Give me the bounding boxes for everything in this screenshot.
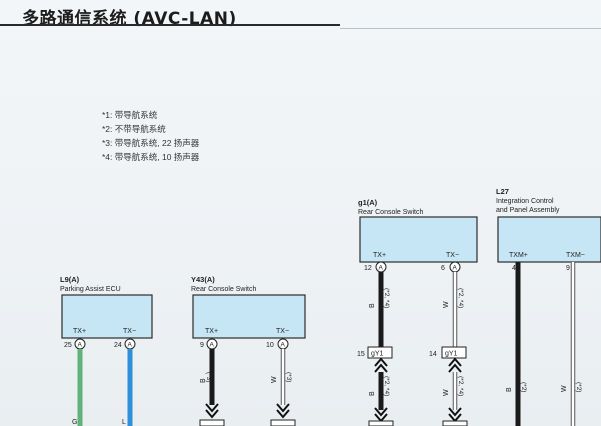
note-4: *4: 带导航系统, 10 扬声器 [102, 152, 200, 162]
l9-conn-a2-label: A [128, 342, 133, 349]
l9-conn-a1-label: A [78, 342, 83, 349]
component-l9: L9(A) Parking Assist ECU TX+ TX− 25 A 24… [60, 275, 153, 426]
g1-name: Rear Console Switch [358, 209, 423, 216]
l9-pin-25: 25 [64, 342, 72, 349]
g1-conn-bottom-2 [442, 420, 468, 426]
y43-conn-a1-label: A [210, 342, 215, 349]
g1-pin-label-txm: TX− [446, 252, 459, 259]
l9-name: Parking Assist ECU [60, 286, 121, 293]
g1-junction-2 [441, 346, 467, 359]
y43-pin-10: 10 [266, 342, 274, 349]
y43-wire1-note: (*3) [205, 372, 212, 382]
l27-wire2-note: (*2) [575, 382, 582, 392]
y43-wire2-color: W [271, 376, 278, 383]
l27-pin-label-txmm: TXM− [566, 252, 585, 259]
note-3: *3: 带导航系统, 22 扬声器 [102, 138, 200, 148]
y43-conn-bottom-2 [270, 419, 296, 426]
y43-conn-bottom-1 [199, 419, 225, 426]
g1-junction-1 [367, 346, 393, 359]
note-2: *2: 不带导航系统 [102, 124, 166, 134]
title-underline-thin [340, 28, 601, 29]
y43-wire1-color: B [200, 378, 207, 383]
y43-arrow-1 [205, 403, 219, 419]
l27-wire1-note: (*2) [520, 382, 527, 392]
component-g1: g1(A) Rear Console Switch TX+ TX− 12 A 6… [357, 198, 478, 426]
l27-name-2: and Panel Assembly [496, 207, 560, 214]
g1-jpin-14: 14 [429, 351, 437, 358]
l9-code: L9(A) [60, 275, 80, 284]
y43-code: Y43(A) [191, 275, 215, 284]
l9-pin-24: 24 [114, 342, 122, 349]
y43-name: Rear Console Switch [191, 286, 256, 293]
y43-conn-a2-label: A [281, 342, 286, 349]
g1-box [359, 216, 478, 263]
component-y43: Y43(A) Rear Console Switch TX+ TX− 9 A 1… [191, 275, 306, 426]
l27-wire2-color: W [561, 385, 568, 392]
g1-pin-6: 6 [441, 265, 445, 272]
title-underline [0, 24, 340, 26]
l9-pin-label-txm: TX− [123, 328, 136, 335]
g1-arrow-up-1 [374, 357, 388, 373]
y43-box [192, 294, 306, 339]
l9-wire1-color: G [72, 419, 77, 426]
y43-pin-9: 9 [200, 342, 204, 349]
g1-wire2-color: W [443, 301, 450, 308]
g1-arrow-up-2 [448, 357, 462, 373]
g1-conn-a1-label: A [379, 265, 384, 272]
g1-wire1-note: (*2, *4) [383, 288, 390, 308]
l27-name-1: Integration Control [496, 198, 554, 205]
g1-code: g1(A) [358, 198, 378, 207]
l9-box [61, 294, 153, 339]
y43-pin-label-txm: TX− [276, 328, 289, 335]
g1-pin-label-txp: TX+ [373, 252, 386, 259]
g1-wire2-note: (*2, *4) [457, 288, 464, 308]
g1-pin-12: 12 [364, 265, 372, 272]
g1-wire1-color: B [369, 303, 376, 308]
g1-junction-1-label: gY1 [371, 351, 384, 358]
y43-arrow-2 [276, 403, 290, 419]
l27-pin-9: 9 [566, 265, 570, 272]
g1-conn-bottom-1 [368, 420, 394, 426]
g1-wire3-color: B [369, 391, 376, 396]
notes-list: *1: 带导航系统 *2: 不带导航系统 *3: 带导航系统, 22 扬声器 *… [102, 108, 199, 164]
component-l27: L27 Integration Control and Panel Assemb… [496, 187, 601, 426]
l27-pin-label-txmp: TXM+ [509, 252, 528, 259]
l27-pin-4: 4 [512, 265, 516, 272]
g1-wire4-note: (*2, *4) [457, 376, 464, 396]
l27-code: L27 [496, 187, 509, 196]
y43-pin-label-txp: TX+ [205, 328, 218, 335]
l27-wire1-color: B [506, 387, 513, 392]
note-1: *1: 带导航系统 [102, 110, 158, 120]
g1-junction-2-label: gY1 [445, 351, 458, 358]
y43-wire2-note: (*3) [285, 372, 292, 382]
l9-pin-label-txp: TX+ [73, 328, 86, 335]
g1-wire3-note: (*2, *4) [383, 376, 390, 396]
g1-jpin-15: 15 [357, 351, 365, 358]
l9-wire2-color: L [122, 419, 126, 426]
l27-box [497, 216, 601, 263]
g1-wire4-color: W [443, 389, 450, 396]
g1-conn-a2-label: A [453, 265, 458, 272]
